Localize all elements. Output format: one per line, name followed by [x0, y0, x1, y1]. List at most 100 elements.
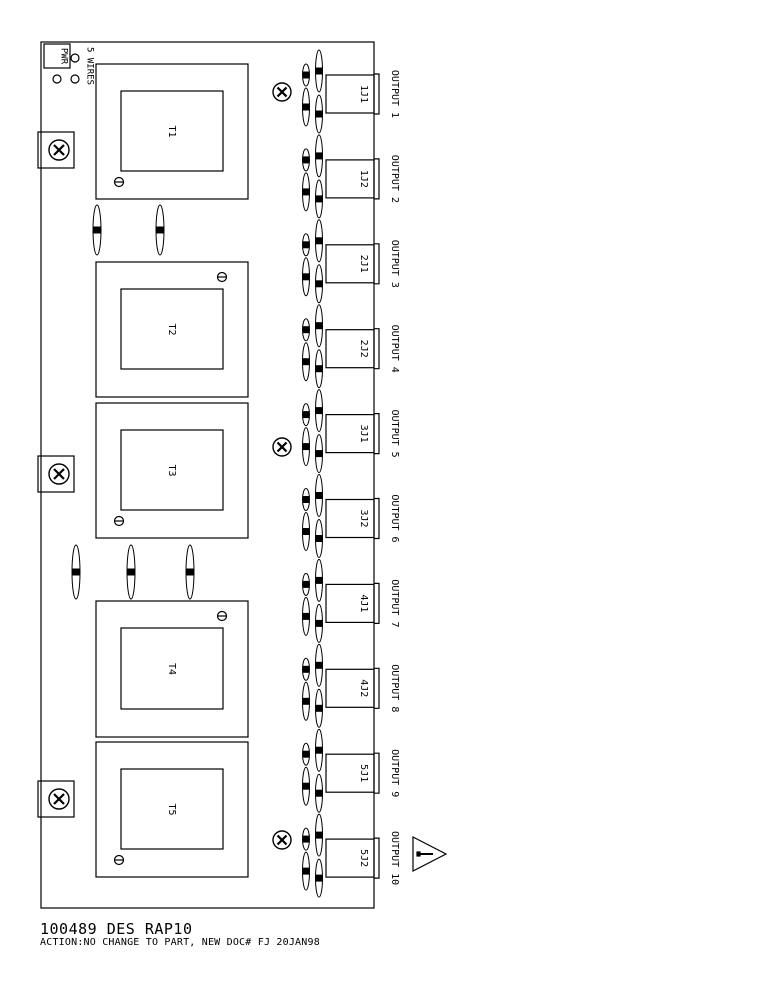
- capacitor: [155, 204, 165, 256]
- filter-component: [302, 596, 310, 636]
- output-jack: [325, 413, 380, 455]
- jack-label: 2J2: [358, 340, 369, 358]
- transformer-1-core: [120, 90, 224, 172]
- filter-component: [315, 643, 323, 687]
- output-label: OUTPUT 10: [389, 831, 400, 885]
- pin1-marker-icon: [113, 176, 125, 188]
- filter-component: [315, 434, 323, 474]
- filter-component: [315, 134, 323, 178]
- output-label: OUTPUT 9: [389, 749, 400, 797]
- output-jack: [325, 752, 380, 794]
- board-screw-icon: [272, 437, 292, 457]
- filter-component: [302, 87, 310, 127]
- transformer-1-outer: [95, 63, 249, 200]
- transformer-label: T3: [166, 464, 177, 476]
- mounting-tab: [37, 780, 75, 818]
- filter-component: [302, 488, 310, 511]
- output-label: OUTPUT 3: [389, 240, 400, 288]
- filter-component: [315, 688, 323, 728]
- output-label: OUTPUT 7: [389, 579, 400, 627]
- filter-component: [302, 63, 310, 87]
- filter-component: [302, 512, 310, 551]
- capacitor: [71, 544, 81, 600]
- output-label: OUTPUT 4: [389, 325, 400, 373]
- output-jack: [325, 73, 380, 115]
- filter-component: [302, 827, 310, 851]
- pwr-led-1: [52, 74, 62, 84]
- pwr-led-2: [70, 74, 80, 84]
- transformer-5-core: [120, 768, 224, 850]
- transformer-2-core: [120, 288, 224, 370]
- board-screw-icon: [272, 82, 292, 102]
- filter-component: [315, 349, 323, 389]
- wires-label: 5 WIRES: [85, 47, 95, 85]
- filter-component: [315, 519, 323, 558]
- pin1-marker-icon: [216, 271, 228, 283]
- output-jack: [325, 497, 380, 540]
- filter-component: [302, 572, 310, 596]
- transformer-label: T1: [166, 125, 177, 137]
- filter-component: [315, 179, 323, 219]
- filter-component: [302, 257, 310, 297]
- board-outline: [40, 41, 375, 909]
- part-number-title: 100489 DES RAP10: [40, 920, 193, 938]
- capacitor: [92, 204, 102, 256]
- mounting-screw-icon: [48, 139, 70, 161]
- filter-component: [315, 858, 323, 898]
- filter-component: [302, 742, 310, 766]
- filter-component: [315, 94, 323, 134]
- output-jack: [325, 582, 380, 625]
- transformer-label: T4: [166, 663, 177, 675]
- jack-label: 5J1: [358, 764, 369, 782]
- transformer-2-outer: [95, 261, 249, 398]
- mounting-tab: [37, 455, 75, 493]
- transformer-4-outer: [95, 600, 249, 738]
- filter-component: [302, 851, 310, 891]
- filter-component: [315, 603, 323, 643]
- transformer-label: T5: [166, 803, 177, 815]
- filter-component: [302, 766, 310, 806]
- filter-component: [302, 403, 310, 427]
- jack-label: 3J1: [358, 425, 369, 443]
- filter-component: [302, 342, 310, 382]
- output-jack: [325, 667, 380, 709]
- output-jack: [325, 243, 380, 285]
- output-jack: [325, 328, 380, 370]
- warning-icon: [412, 836, 448, 872]
- filter-component: [302, 681, 310, 721]
- jack-label: 1J1: [358, 85, 369, 103]
- filter-component: [315, 474, 323, 517]
- transformer-3-outer: [95, 402, 249, 539]
- mounting-tab: [37, 131, 75, 169]
- filter-component: [315, 219, 323, 263]
- pin1-marker-icon: [113, 854, 125, 866]
- output-jack: [325, 158, 380, 200]
- board-screw-icon: [272, 830, 292, 850]
- filter-component: [315, 304, 323, 348]
- mounting-screw-icon: [48, 788, 70, 810]
- filter-component: [302, 233, 310, 257]
- filter-component: [315, 773, 323, 813]
- pin1-marker-icon: [113, 515, 125, 527]
- pwr-box: [43, 43, 71, 69]
- mounting-screw-icon: [48, 463, 70, 485]
- filter-component: [315, 389, 323, 433]
- output-label: OUTPUT 8: [389, 664, 400, 712]
- jack-label: 5J2: [358, 849, 369, 867]
- filter-component: [315, 264, 323, 304]
- jack-label: 1J2: [358, 170, 369, 188]
- jack-label: 4J2: [358, 679, 369, 697]
- transformer-label: T2: [166, 323, 177, 335]
- transformer-3-core: [120, 429, 224, 511]
- wire-hole: [70, 53, 80, 63]
- filter-component: [302, 148, 310, 172]
- transformer-4-core: [120, 627, 224, 710]
- output-label: OUTPUT 2: [389, 155, 400, 203]
- filter-component: [302, 318, 310, 342]
- filter-component: [315, 813, 323, 857]
- revision-action-note: ACTION:NO CHANGE TO PART, NEW DOC# FJ 20…: [40, 937, 320, 948]
- output-label: OUTPUT 6: [389, 494, 400, 542]
- transformer-5-outer: [95, 741, 249, 878]
- pin1-marker-icon: [216, 610, 228, 622]
